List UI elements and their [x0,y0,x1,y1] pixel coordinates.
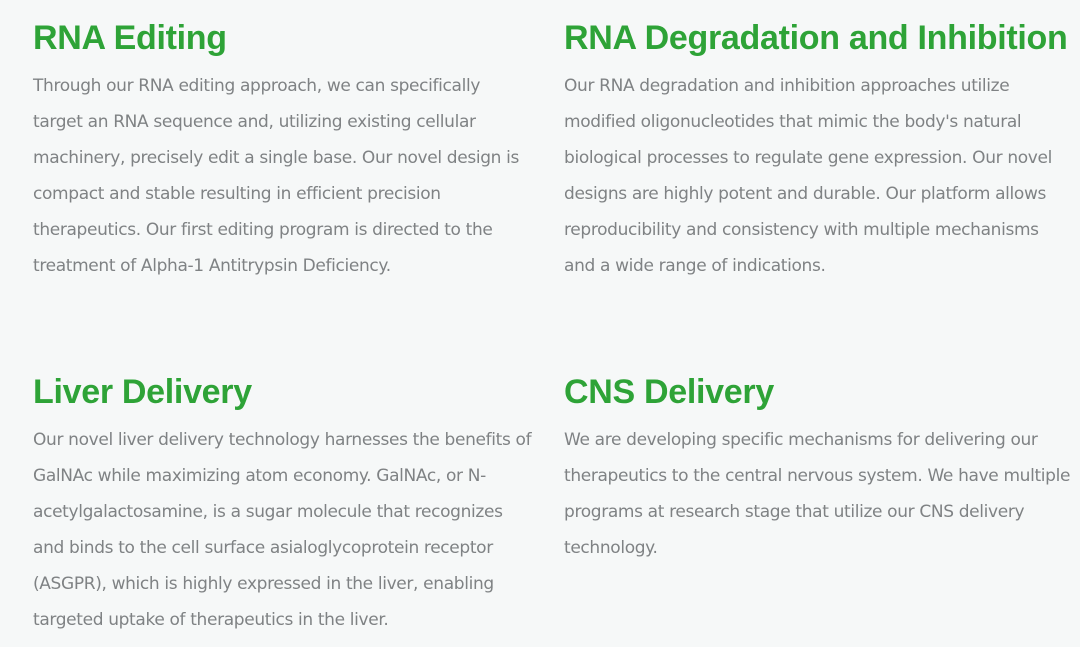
section-rna-degradation: RNA Degradation and Inhibition Our RNA d… [564,12,1074,284]
section-description: Our RNA degradation and inhibition appro… [564,76,1052,276]
section-description: Through our RNA editing approach, we can… [33,76,520,276]
section-rna-editing: RNA Editing Through our RNA editing appr… [33,12,533,284]
section-description: We are developing specific mechanisms fo… [564,430,1071,558]
section-title: Liver Delivery [33,373,252,411]
section-title: RNA Degradation and Inhibition [564,19,1068,57]
section-title: RNA Editing [33,19,227,57]
section-liver-delivery: Liver Delivery Our novel liver delivery … [33,366,533,638]
section-cns-delivery: CNS Delivery We are developing specific … [564,366,1074,566]
section-description: Our novel liver delivery technology harn… [33,430,532,630]
section-title: CNS Delivery [564,373,774,411]
